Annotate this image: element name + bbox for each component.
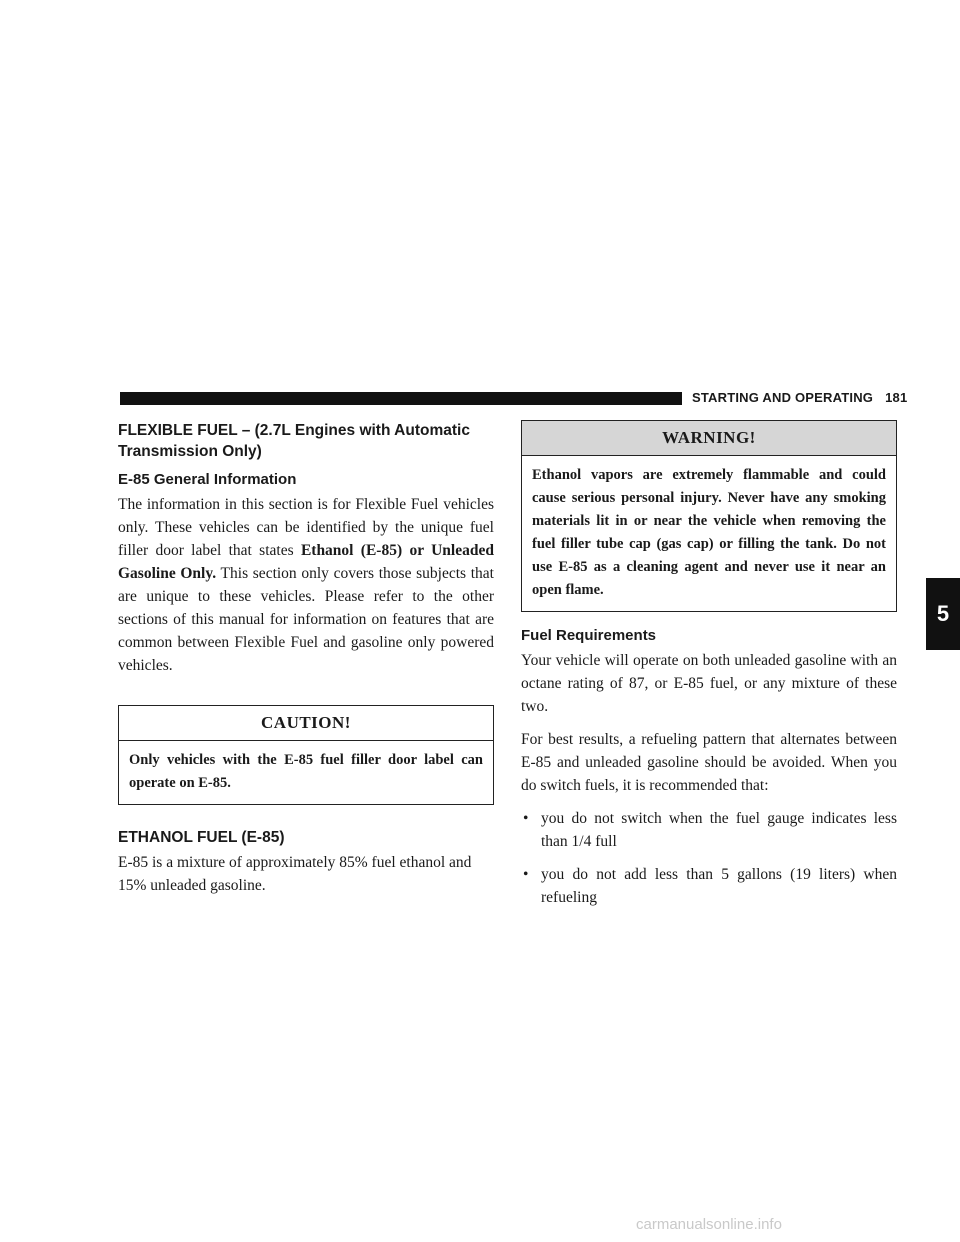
caution-box: CAUTION! Only vehicles with the E-85 fue… bbox=[118, 705, 494, 805]
general-info-subheading: E-85 General Information bbox=[118, 471, 297, 488]
label-callout: Ethanol (E-85) or Unleaded Gasoline Only… bbox=[118, 542, 494, 582]
fuel-requirements-paragraph-2: For best results, a refueling pattern th… bbox=[521, 731, 897, 794]
fuel-requirements-paragraph-1: Your vehicle will operate on both unlead… bbox=[521, 652, 897, 715]
chapter-tab: 5 bbox=[926, 578, 960, 650]
page-number: 181 bbox=[885, 390, 908, 405]
watermark: carmanualsonline.info bbox=[636, 1216, 782, 1233]
fuel-requirements-list: •you do not switch when the fuel gauge i… bbox=[521, 807, 897, 909]
ethanol-fuel-paragraph: E-85 is a mixture of approximately 85% f… bbox=[118, 854, 472, 894]
bullet-icon: • bbox=[523, 810, 529, 827]
warning-title: WARNING! bbox=[522, 421, 896, 456]
flexible-fuel-heading: FLEXIBLE FUEL – (2.7L Engines with Autom… bbox=[118, 422, 470, 460]
right-column: WARNING! Ethanol vapors are extremely fl… bbox=[521, 420, 897, 919]
fuel-requirements-subheading: Fuel Requirements bbox=[521, 627, 657, 644]
ethanol-fuel-heading: ETHANOL FUEL (E-85) bbox=[118, 829, 285, 846]
left-column: FLEXIBLE FUEL – (2.7L Engines with Autom… bbox=[118, 420, 494, 907]
running-header: STARTING AND OPERATING 181 bbox=[692, 390, 907, 405]
caution-title: CAUTION! bbox=[119, 706, 493, 741]
general-info-paragraph: The information in this section is for F… bbox=[118, 496, 494, 674]
list-item: •you do not add less than 5 gallons (19 … bbox=[521, 863, 897, 909]
bullet-icon: • bbox=[523, 866, 529, 883]
warning-box: WARNING! Ethanol vapors are extremely fl… bbox=[521, 420, 897, 612]
header-rule bbox=[120, 392, 682, 405]
section-title: STARTING AND OPERATING bbox=[692, 390, 874, 405]
caution-text: Only vehicles with the E-85 fuel filler … bbox=[129, 752, 483, 791]
list-item: •you do not switch when the fuel gauge i… bbox=[521, 807, 897, 853]
warning-text: Ethanol vapors are extremely flammable a… bbox=[532, 467, 886, 598]
